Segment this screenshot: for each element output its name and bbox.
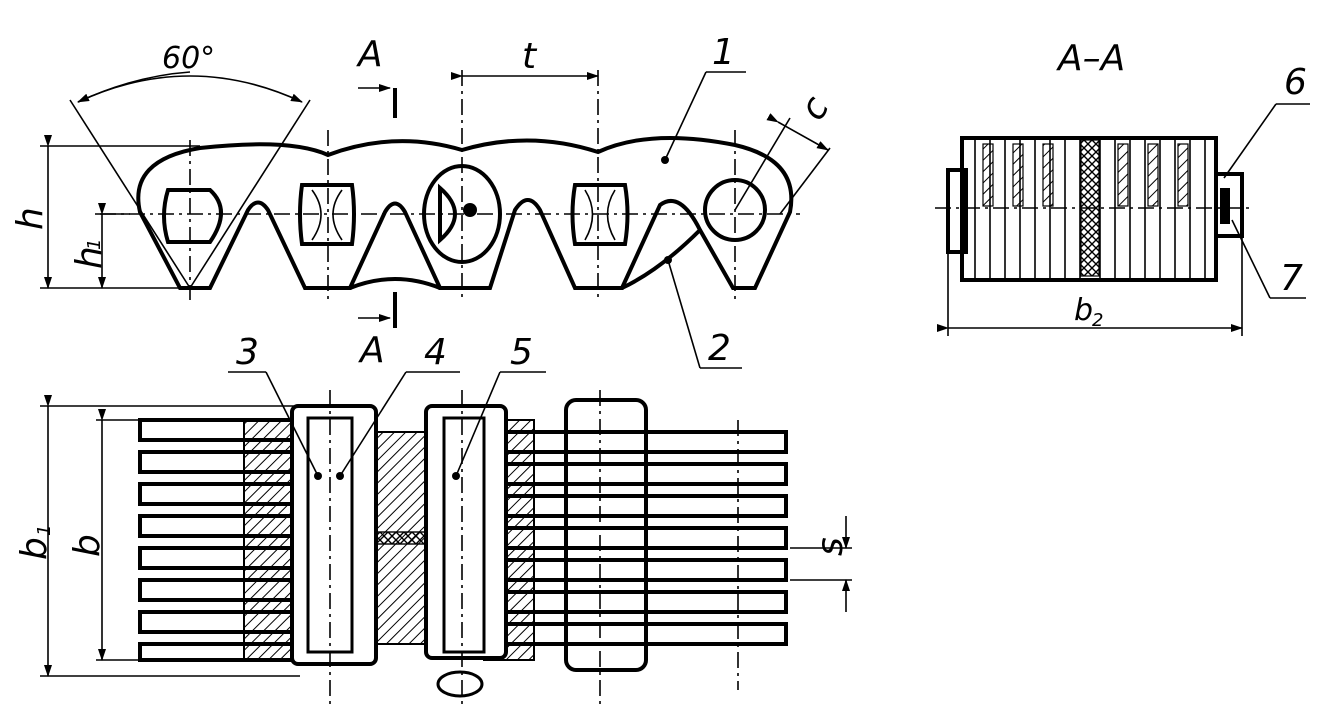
dim-b1-sub: 1: [34, 525, 55, 536]
dim-b1-label: b: [14, 537, 55, 560]
pin: [564, 398, 648, 672]
angle-dimension: 60°: [69, 41, 311, 289]
callout-3: 3: [228, 332, 322, 480]
dim-h1-sub: 1: [84, 239, 105, 250]
b2-dimension: b 2: [937, 236, 1243, 336]
section-mark-bottom: A: [358, 330, 385, 371]
plate-outline: [136, 135, 794, 290]
callout-2: 2: [664, 256, 742, 369]
height-dimensions: h h 1: [10, 135, 200, 289]
plate-lower-curve: [349, 228, 702, 290]
plate-stack: [974, 138, 1206, 280]
callout-1: 1: [661, 32, 746, 164]
dim-b-label: b: [67, 534, 108, 557]
callout-6: 6: [1223, 62, 1310, 179]
dim-b2-sub: 2: [1092, 310, 1103, 331]
pins: [290, 398, 648, 698]
callout-2-label: 2: [708, 328, 731, 369]
section-view: A–A: [935, 38, 1310, 336]
b-dimensions: b 1 b: [14, 395, 300, 677]
plates-right: [498, 430, 788, 646]
pin-hole: [570, 183, 630, 246]
callout-7-label: 7: [1280, 258, 1303, 299]
c-dimension: c: [734, 89, 838, 215]
pin-hole: [162, 188, 223, 244]
angle-label: 60°: [162, 41, 215, 76]
section-mark-top: A: [356, 34, 383, 75]
callout-4: 4: [336, 332, 460, 480]
plan-view: b 1 b s 3 4 5: [14, 332, 852, 706]
side-view: 60° t h h 1 c A: [10, 32, 838, 371]
callout-1-label: 1: [712, 32, 735, 73]
dim-b2-label: b: [1074, 293, 1093, 328]
callout-3-label: 3: [236, 332, 259, 373]
callout-5: 5: [452, 332, 546, 480]
dim-h1-label: h: [69, 246, 110, 269]
pin-hole: [298, 183, 356, 246]
pitch-dimension: t: [451, 36, 599, 80]
callout-7: 7: [1231, 219, 1306, 299]
callout-6-label: 6: [1284, 62, 1307, 103]
section-marks: A A: [356, 34, 397, 371]
section-title: A–A: [1056, 38, 1125, 79]
s-dimension: s: [790, 516, 852, 612]
dim-c-label: c: [792, 89, 838, 127]
plan-center-lines: [329, 390, 739, 706]
dim-h-label: h: [10, 207, 51, 230]
callout-5-label: 5: [510, 332, 533, 373]
center-lines: [100, 70, 800, 300]
dim-s-label: s: [810, 537, 851, 556]
dim-t-label: t: [522, 36, 538, 77]
callout-4-label: 4: [424, 332, 447, 373]
